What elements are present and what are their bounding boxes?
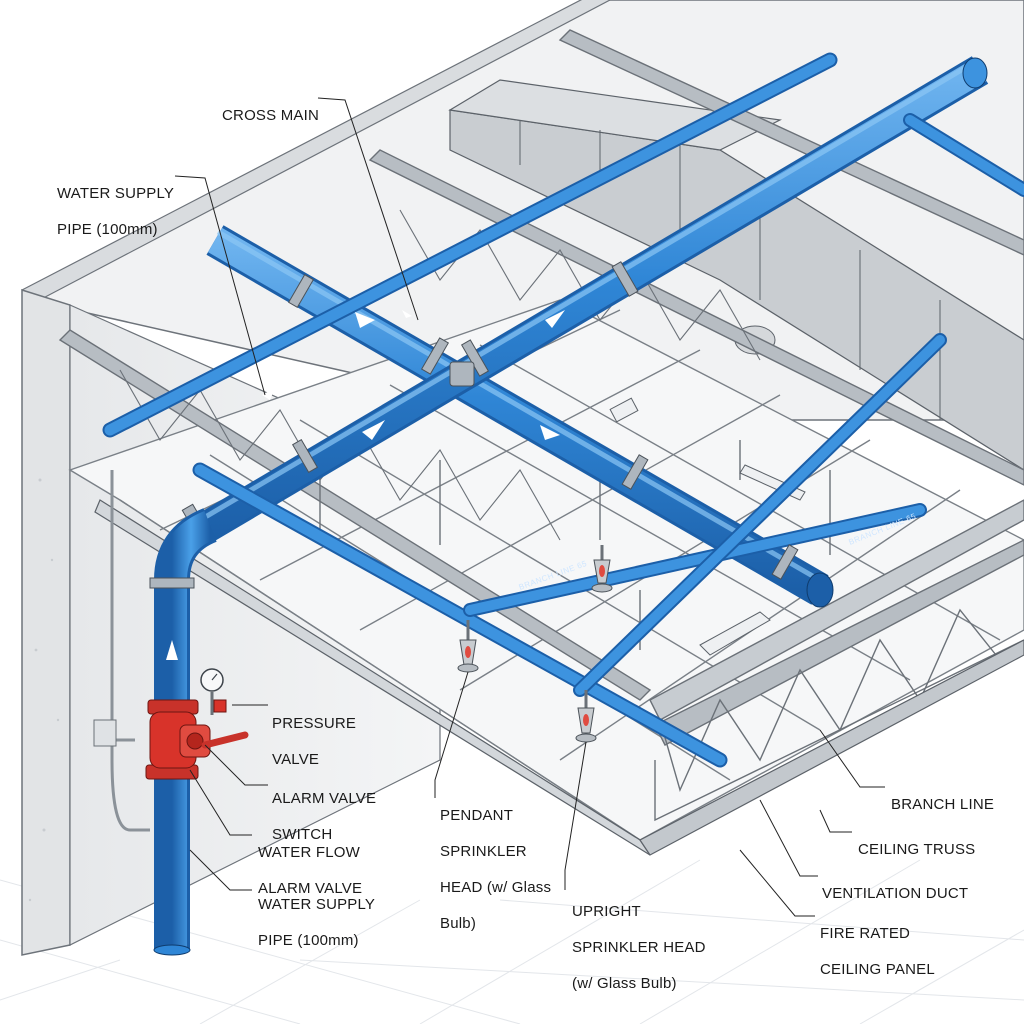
label-text: PIPE (100mm) <box>57 221 158 238</box>
upright-sprinkler-head-icon <box>575 690 597 743</box>
label-water-flow-alarm-valve: WATER FLOW ALARM VALVE <box>258 826 362 916</box>
label-pendant-sprinkler: PENDANT SPRINKLER HEAD (w/ Glass Bulb) <box>440 789 551 951</box>
label-pressure-valve: PRESSURE VALVE <box>272 697 356 787</box>
cross-main-pipe <box>206 225 834 608</box>
supply-main-pipe <box>176 56 989 554</box>
label-text: FIRE RATED <box>820 925 911 942</box>
label-text: PENDANT <box>440 807 514 824</box>
electrical-conduit <box>93 470 150 832</box>
label-water-supply-bottom: WATER SUPPLY PIPE (100mm) <box>258 878 375 968</box>
label-water-supply-top: WATER SUPPLY PIPE (100mm) <box>57 167 174 257</box>
label-text: CEILING TRUSS <box>858 841 976 858</box>
label-alarm-valve-switch: ALARM VALVE SWITCH <box>272 772 376 862</box>
label-branch-line: BRANCH LINE <box>891 778 994 832</box>
riser-pipe <box>149 508 218 956</box>
leader-lines <box>174 97 885 917</box>
label-cross-main: CROSS MAIN <box>222 89 319 143</box>
label-text: SPRINKLER HEAD <box>572 939 706 956</box>
sprinkler-head-icon <box>591 545 613 593</box>
branch-line-pipes <box>102 52 1024 768</box>
label-text: (w/ Glass Bulb) <box>572 975 677 992</box>
label-text: CEILING PANEL <box>820 961 935 978</box>
label-text: HEAD (w/ Glass <box>440 879 552 896</box>
label-text: WATER SUPPLY <box>258 896 376 913</box>
label-text: ALARM VALVE <box>272 790 377 807</box>
label-text: SWITCH <box>272 826 333 843</box>
label-cross-main-text: CROSS MAIN <box>222 107 320 124</box>
label-text: UPRIGHT <box>572 903 641 920</box>
label-text: BRANCH LINE <box>891 796 995 813</box>
label-text: WATER FLOW <box>258 844 360 861</box>
alarm-valve-assembly <box>145 699 249 780</box>
label-text: WATER SUPPLY <box>57 185 175 202</box>
label-text: Bulb) <box>440 915 477 932</box>
label-text: VALVE <box>272 751 320 768</box>
label-text: PIPE (100mm) <box>258 932 359 949</box>
pressure-gauge-icon <box>200 668 224 715</box>
label-upright-sprinkler: UPRIGHT SPRINKLER HEAD (w/ Glass Bulb) <box>572 885 706 1011</box>
label-text: VENTILATION DUCT <box>822 885 969 902</box>
label-text: ALARM VALVE <box>258 880 363 897</box>
floor-grid <box>0 859 1024 1024</box>
label-text: SPRINKLER <box>440 843 527 860</box>
label-text: PRESSURE <box>272 715 357 732</box>
label-fire-rated-panel: FIRE RATED CEILING PANEL <box>820 907 935 997</box>
label-ventilation-duct: VENTILATION DUCT <box>822 867 968 921</box>
label-ceiling-truss: CEILING TRUSS <box>858 823 975 877</box>
